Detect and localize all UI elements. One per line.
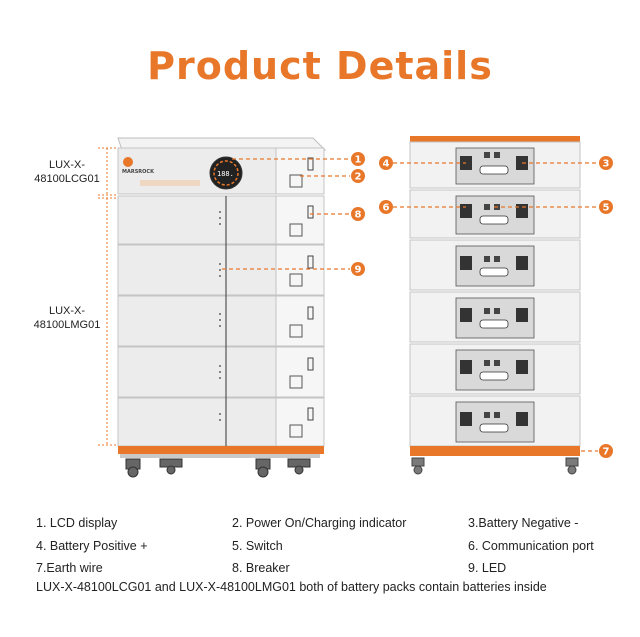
callouts-rear: [393, 162, 598, 452]
callout-badge-3: 3: [599, 156, 613, 170]
battery-stack-front-view: MARSROCK 188.: [117, 137, 327, 478]
module-2: [117, 244, 325, 296]
callout-badge-5: 5: [599, 200, 613, 214]
legend-item-4: 4. Battery Positive +: [36, 539, 148, 553]
svg-text:6: 6: [383, 203, 390, 214]
legend-item-9: 9. LED: [468, 561, 507, 575]
svg-text:7: 7: [603, 447, 610, 458]
module-1: [117, 195, 325, 245]
legend-item-7: 7.Earth wire: [36, 561, 103, 575]
legend-item-3: 3.Battery Negative -: [468, 516, 579, 530]
callout-badge-8: 8: [351, 207, 365, 221]
module-3: [117, 295, 325, 347]
page-title: Product Details: [147, 44, 493, 88]
dimension-brackets: [98, 147, 118, 446]
model-label-bottom: LUX-X- 48100LMG01: [33, 305, 101, 331]
svg-text:4: 4: [383, 159, 390, 170]
svg-text:2: 2: [355, 172, 362, 183]
legend-item-2: 2. Power On/Charging indicator: [232, 516, 407, 530]
svg-text:1: 1: [355, 155, 362, 166]
battery-stack-rear-view: [409, 136, 581, 475]
svg-text:8: 8: [355, 210, 362, 221]
module-4: [117, 346, 325, 398]
callouts-front: [222, 158, 350, 270]
product-figure: MARSROCK 188.: [98, 136, 613, 478]
legend-item-8: 8. Breaker: [232, 561, 290, 575]
legend-item-1: 1. LCD display: [36, 516, 118, 530]
svg-text:5: 5: [603, 203, 610, 214]
legend-item-6: 6. Communication port: [468, 539, 594, 553]
svg-text:3: 3: [603, 159, 610, 170]
callout-badge-9: 9: [351, 262, 365, 276]
module-5: [117, 397, 325, 447]
callout-badge-1: 1: [351, 152, 365, 166]
legend-item-5: 5. Switch: [232, 539, 283, 553]
footnote: LUX-X-48100LCG01 and LUX-X-48100LMG01 bo…: [36, 580, 547, 594]
callout-badge-4: 4: [379, 156, 393, 170]
model-label-top: LUX-X- 48100LCG01: [34, 159, 100, 185]
callout-badge-2: 2: [351, 169, 365, 183]
callout-badge-7: 7: [599, 444, 613, 458]
logo-icon: [123, 157, 133, 167]
svg-text:9: 9: [355, 265, 362, 276]
brand-logo: MARSROCK: [122, 169, 155, 175]
lcd-reading: 188.: [217, 170, 234, 178]
callout-badge-6: 6: [379, 200, 393, 214]
